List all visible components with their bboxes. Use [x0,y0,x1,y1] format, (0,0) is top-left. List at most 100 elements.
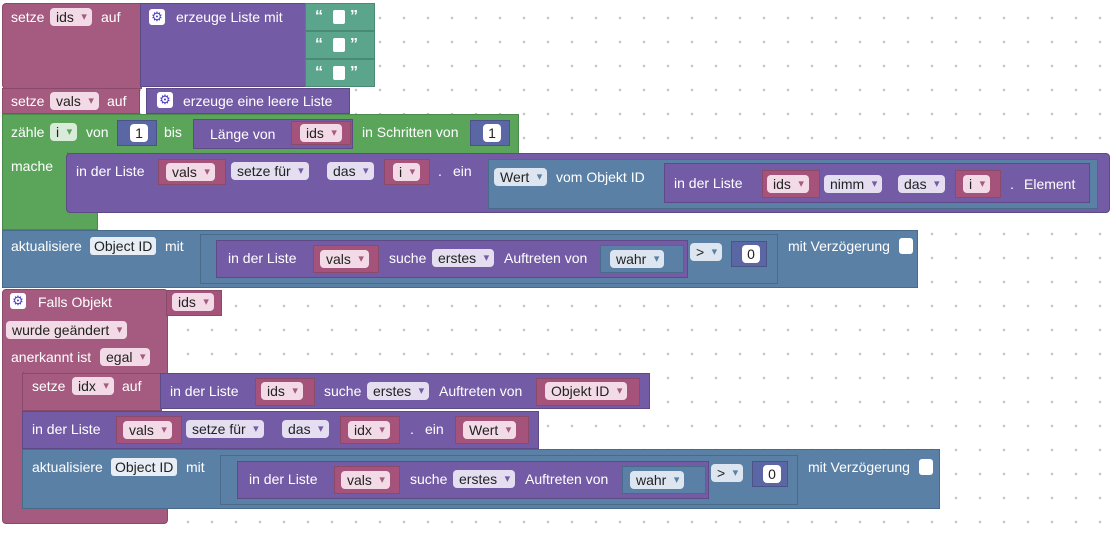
quote-close: ” [350,64,358,81]
gear-icon[interactable]: ⚙ [157,92,173,108]
var-dropdown-ids[interactable]: ids [261,382,303,400]
set-label: setze [32,378,66,394]
dot-label: . [438,163,442,179]
trigger-bottom-arm [2,508,168,524]
occurrence-label: Auftreten von [525,471,609,487]
find-label: suche [410,471,448,487]
find-label: suche [324,383,362,399]
in-list-label: in der Liste [32,421,101,437]
text-field-2[interactable] [333,38,345,52]
count-label: zähle [11,124,45,140]
delay-label: mit Verzögerung [788,238,890,254]
in-list-label: in der Liste [76,163,145,179]
from-number-field[interactable]: 1 [130,124,148,142]
var-dropdown-idx[interactable]: idx [348,421,390,439]
var-dropdown-i[interactable]: i [393,163,421,181]
quote-open: “ [315,36,323,53]
do-label: mache [11,158,54,174]
var-dropdown-vals[interactable]: vals [341,471,390,489]
find-mode-dropdown[interactable]: erstes [453,470,516,488]
with-label: mit [186,459,205,475]
update-label: aktualisiere [32,459,103,475]
to-label: auf [122,378,142,394]
create-empty-label: erzeuge eine leere Liste [183,93,333,109]
quote-open: “ [315,8,323,25]
step-number-field[interactable]: 1 [483,124,501,142]
find-mode-dropdown[interactable]: erstes [432,249,495,267]
set-label: setze [11,9,45,25]
to-label: bis [164,124,182,140]
if-object-label: Falls Objekt [38,294,112,310]
where-dropdown[interactable]: das [898,175,945,193]
quote-close: ” [350,36,358,53]
ack-label: anerkannt ist [11,349,92,365]
attr-dropdown[interactable]: Wert [494,168,548,186]
mode-dropdown[interactable]: setze für [231,162,309,180]
var-dropdown-ids[interactable]: ids [172,293,214,311]
occurrence-label: Auftreten von [439,383,523,399]
element-label: Element [1024,176,1076,192]
quote-close: ” [350,8,358,25]
var-dropdown-vals[interactable]: vals [123,421,172,439]
object-id-field[interactable]: Object ID [90,237,157,255]
trigger-value-dropdown[interactable]: Wert [463,421,517,439]
where-dropdown[interactable]: das [282,420,329,438]
gear-icon[interactable]: ⚙ [149,9,165,25]
in-list-label: in der Liste [170,383,239,399]
var-dropdown-i[interactable]: i [963,175,991,193]
in-list-label: in der Liste [228,250,297,266]
with-label: mit [165,238,184,254]
text-field-3[interactable] [333,66,345,80]
dot-label: . [1010,176,1014,192]
find-label: suche [389,250,427,266]
quote-open: “ [315,64,323,81]
mode-dropdown[interactable]: setze für [186,420,264,438]
var-dropdown-ids[interactable]: ids [767,175,809,193]
to-label: auf [107,93,127,109]
object-id-field[interactable]: Object ID [111,458,178,476]
var-dropdown-vals[interactable]: vals [166,163,215,181]
text-field-1[interactable] [333,10,345,24]
operator-dropdown[interactable]: > [690,243,723,261]
ack-dropdown[interactable]: egal [100,348,151,366]
as-label: ein [425,421,444,437]
find-mode-dropdown[interactable]: erstes [367,382,430,400]
trigger-left-arm [2,372,24,512]
create-empty-list-block[interactable] [146,88,350,114]
update-label: aktualisiere [11,238,82,254]
gear-icon[interactable]: ⚙ [10,293,26,309]
loop-var-dropdown[interactable]: i [50,123,78,141]
length-label: Länge von [210,126,276,142]
delay-label: mit Verzögerung [808,459,910,475]
from-label: von [86,124,109,140]
create-list-block[interactable] [140,3,308,87]
bool-dropdown[interactable]: wahr [630,471,685,489]
dot-label: . [410,421,414,437]
in-list-label: in der Liste [249,471,318,487]
where-dropdown[interactable]: das [327,162,374,180]
list-set-block[interactable] [22,411,539,449]
compare-number-field[interactable]: 0 [742,245,760,263]
in-list-label: in der Liste [674,175,743,191]
loop-bottom-arm [2,212,98,230]
delay-checkbox[interactable] [919,459,933,475]
operator-dropdown[interactable]: > [711,464,744,482]
bool-dropdown[interactable]: wahr [610,250,665,268]
var-dropdown-ids[interactable]: ids [300,124,342,142]
object-id-dropdown[interactable]: Objekt ID [545,382,628,400]
as-label: ein [453,163,472,179]
var-dropdown-vals[interactable]: vals [50,92,99,110]
var-dropdown-idx[interactable]: idx [72,377,114,395]
var-dropdown-vals[interactable]: vals [320,250,369,268]
get-mode-dropdown[interactable]: nimm [824,175,883,193]
delay-checkbox[interactable] [899,238,913,254]
step-label: in Schritten von [362,124,459,140]
set-label: setze [11,93,45,109]
compare-number-field[interactable]: 0 [763,465,781,483]
var-dropdown-ids[interactable]: ids [50,8,92,26]
occurrence-label: Auftreten von [504,250,588,266]
changed-dropdown[interactable]: wurde geändert [6,321,128,339]
to-label: auf [101,9,121,25]
create-list-label: erzeuge Liste mit [176,9,283,25]
of-object-label: vom Objekt ID [556,169,645,185]
